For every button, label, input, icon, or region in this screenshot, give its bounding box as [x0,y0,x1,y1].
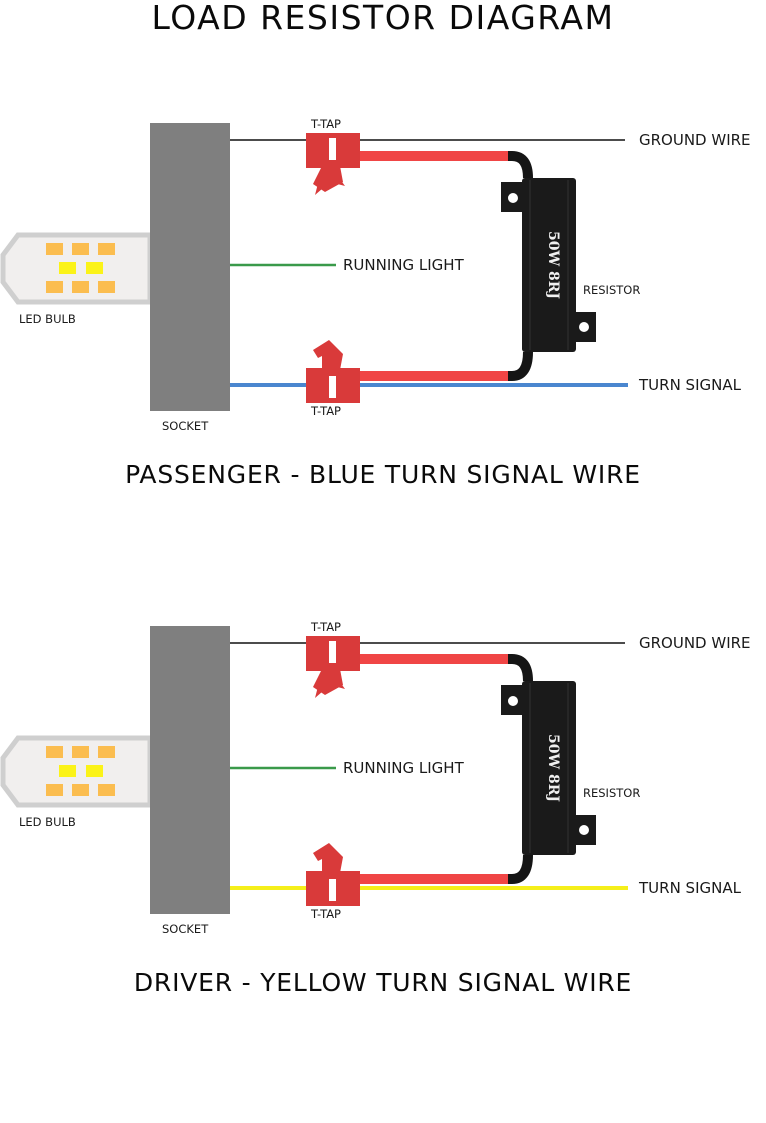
resistor-label: RESISTOR [583,786,641,800]
running-light-label: RUNNING LIGHT [343,759,464,777]
led-chip-amber [72,243,89,255]
led-chips [46,243,115,293]
resistor-marking: 50W 8RJ [545,734,561,802]
led-bulb [0,735,153,808]
led-chip-yellow [59,765,76,777]
led-chip-amber [72,746,89,758]
panel-caption: DRIVER - YELLOW TURN SIGNAL WIRE [133,968,633,997]
t-tap-top [306,636,360,698]
socket-label: SOCKET [162,922,209,936]
running-light-label: RUNNING LIGHT [343,256,464,274]
led-chip-amber [98,746,115,758]
wiring-svg: 50W 8RJ [0,626,628,914]
resistor-marking: 50W 8RJ [545,231,561,299]
resistor-hole-bottom [579,322,589,332]
resistor-body [522,178,576,352]
red-lead-top [360,151,510,161]
resistor-hole-top [508,696,518,706]
led-chip-amber [72,784,89,796]
resistor-body [522,681,576,855]
black-lead-bottom [508,854,533,884]
t-tap-top-label: T-TAP [311,620,341,634]
wiring-svg: 50W 8RJ [0,123,628,411]
led-chip-amber [46,746,63,758]
t-tap-bottom-label: T-TAP [311,404,341,418]
led-chip-yellow [86,262,103,274]
ground-wire-label: GROUND WIRE [639,634,751,652]
black-lead-bottom [508,351,533,381]
red-lead-top [360,654,510,664]
led-chip-amber [46,281,63,293]
black-lead-top [508,654,533,682]
led-bulb [0,232,153,305]
resistor-hole-top [508,193,518,203]
red-lead-bottom [360,874,510,884]
panel-caption: PASSENGER - BLUE TURN SIGNAL WIRE [125,460,641,489]
socket [150,626,230,914]
resistor: 50W 8RJ [501,681,596,855]
led-bulb-label: LED BULB [19,815,76,829]
t-tap-bottom-label: T-TAP [311,907,341,921]
t-tap-top [306,133,360,195]
resistor: 50W 8RJ [501,178,596,352]
led-bulb-label: LED BULB [19,312,76,326]
led-chip-amber [98,784,115,796]
turn-signal-label: TURN SIGNAL [639,879,741,897]
socket-label: SOCKET [162,419,209,433]
led-chip-yellow [86,765,103,777]
wiring-panel-driver: 50W 8RJ T-TAP T-TAP GROUND WIRE RUNNING … [0,620,766,1123]
red-lead-bottom [360,371,510,381]
led-chip-amber [98,281,115,293]
ground-wire-label: GROUND WIRE [639,131,751,149]
t-tap-bottom [306,340,360,403]
t-tap-top-label: T-TAP [311,117,341,131]
resistor-hole-bottom [579,825,589,835]
black-lead-top [508,151,533,179]
led-chip-amber [72,281,89,293]
wiring-panel-passenger: 50W 8RJ T-TAP T-TAP GROUND WIRE RUNNING … [0,117,766,620]
resistor-label: RESISTOR [583,283,641,297]
led-chips [46,746,115,796]
t-tap-bottom [306,843,360,906]
led-chip-amber [46,243,63,255]
led-chip-amber [46,784,63,796]
socket [150,123,230,411]
led-chip-yellow [59,262,76,274]
led-chip-amber [98,243,115,255]
turn-signal-label: TURN SIGNAL [639,376,741,394]
diagram-title: LOAD RESISTOR DIAGRAM [151,0,615,37]
